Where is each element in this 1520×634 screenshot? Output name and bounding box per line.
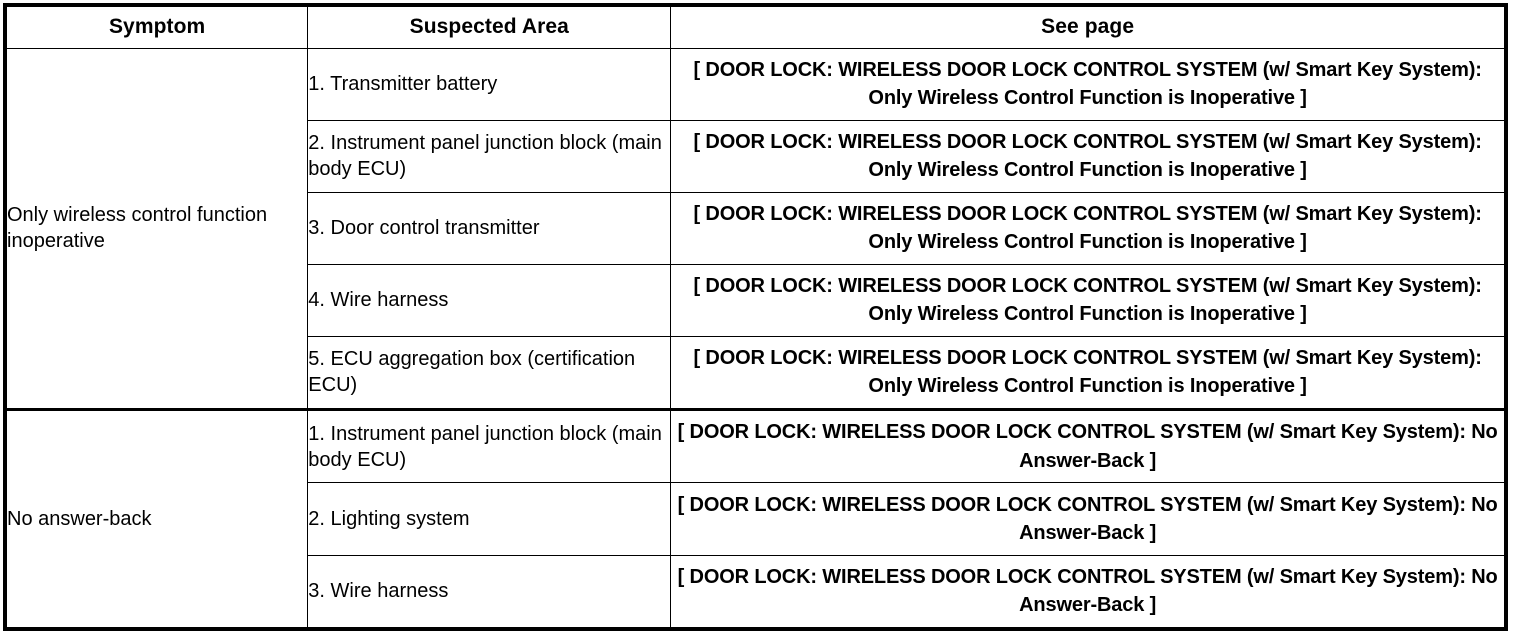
suspected-area-cell: 1. Instrument panel junction block (main…	[307, 408, 672, 484]
suspected-area-cell: 2. Lighting system	[307, 482, 672, 556]
table-body: Only wireless control function inoperati…	[4, 47, 1507, 630]
see-page-cell: [ DOOR LOCK: WIRELESS DOOR LOCK CONTROL …	[670, 191, 1507, 265]
column-header-suspected-area: Suspected Area	[307, 4, 672, 49]
see-page-cell: [ DOOR LOCK: WIRELESS DOOR LOCK CONTROL …	[670, 119, 1507, 193]
table-row: 5. ECU aggregation box (certification EC…	[5, 335, 1507, 411]
suspected-area-cell: 3. Wire harness	[307, 554, 672, 630]
symptom-cell-group-1: Only wireless control function inoperati…	[4, 47, 309, 411]
table-row: Only wireless control function inoperati…	[4, 47, 1507, 411]
suspected-area-cell: 3. Door control transmitter	[307, 191, 672, 265]
column-header-symptom: Symptom	[4, 4, 309, 49]
suspected-area-cell: 1. Transmitter battery	[307, 47, 672, 121]
table-row: No answer-back 1. Instrument panel junct…	[4, 408, 1507, 630]
table-row: 2. Lighting system [ DOOR LOCK: WIRELESS…	[5, 482, 1507, 556]
table-row: 3. Wire harness [ DOOR LOCK: WIRELESS DO…	[5, 554, 1507, 630]
suspected-area-cell: 4. Wire harness	[307, 263, 672, 337]
see-page-cell: [ DOOR LOCK: WIRELESS DOOR LOCK CONTROL …	[670, 408, 1507, 484]
table-row: 2. Instrument panel junction block (main…	[5, 119, 1507, 193]
suspected-area-cell: 5. ECU aggregation box (certification EC…	[307, 335, 672, 411]
table-header: Symptom Suspected Area See page	[4, 4, 1507, 49]
see-page-cell: [ DOOR LOCK: WIRELESS DOOR LOCK CONTROL …	[670, 47, 1507, 121]
table-row: 3. Door control transmitter [ DOOR LOCK:…	[5, 191, 1507, 265]
symptom-table-container: Symptom Suspected Area See page Only wir…	[3, 3, 1508, 631]
see-page-cell: [ DOOR LOCK: WIRELESS DOOR LOCK CONTROL …	[670, 554, 1507, 630]
column-header-see-page: See page	[670, 4, 1507, 49]
see-page-cell: [ DOOR LOCK: WIRELESS DOOR LOCK CONTROL …	[670, 335, 1507, 411]
symptom-troubleshooting-table: Symptom Suspected Area See page Only wir…	[3, 3, 1508, 631]
symptom-cell-group-2: No answer-back	[4, 408, 309, 630]
header-row: Symptom Suspected Area See page	[4, 4, 1507, 49]
see-page-cell: [ DOOR LOCK: WIRELESS DOOR LOCK CONTROL …	[670, 263, 1507, 337]
suspected-area-cell: 2. Instrument panel junction block (main…	[307, 119, 672, 193]
see-page-cell: [ DOOR LOCK: WIRELESS DOOR LOCK CONTROL …	[670, 482, 1507, 556]
table-row: 4. Wire harness [ DOOR LOCK: WIRELESS DO…	[5, 263, 1507, 337]
